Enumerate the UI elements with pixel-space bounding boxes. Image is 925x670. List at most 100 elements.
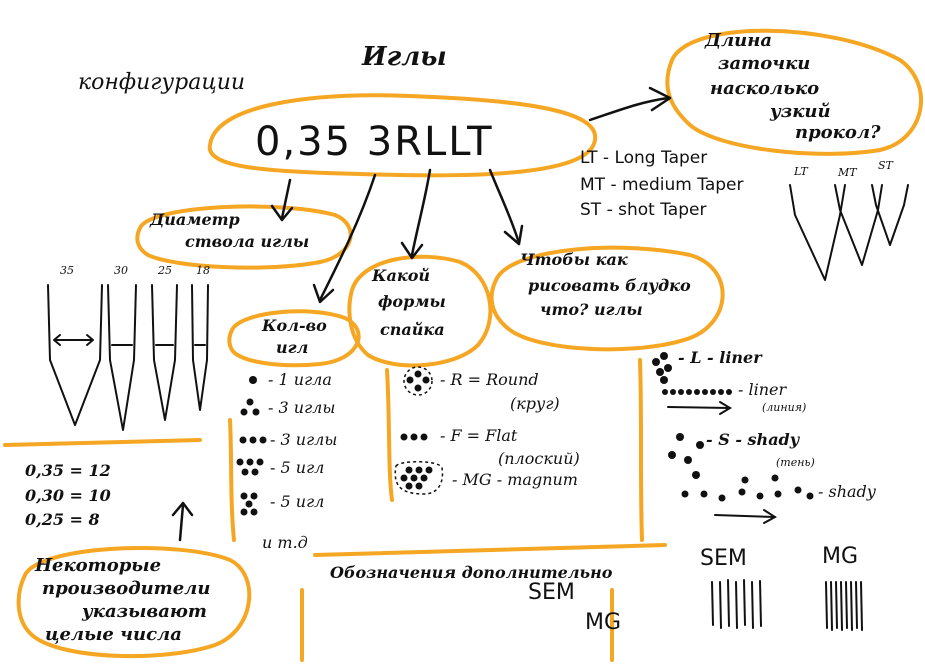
arrow-manufacturer (178, 503, 185, 542)
liner-direction-arrow-head (719, 401, 732, 415)
liner-row-dots (678, 389, 684, 395)
needle-25 (151, 284, 178, 421)
liner-cluster-dots (660, 376, 668, 384)
purpose-label-line: что? иглы (540, 300, 643, 319)
code-highlight-ellipse (207, 93, 598, 178)
liner-row-dots (710, 389, 716, 395)
shady-row-dots (774, 490, 782, 498)
arrow-to-count-head (312, 283, 335, 304)
liner-cluster-dots (664, 364, 672, 372)
taper-type-st: ST - shot Taper (580, 200, 707, 220)
count-item: - 5 игл (270, 458, 325, 477)
shady-cluster-dots (696, 441, 704, 449)
arrow-to-purpose (488, 168, 520, 242)
configurations-label: конфигурации (78, 70, 246, 95)
diameter-size-35: 35 (60, 264, 74, 277)
needle-code: 0,35 3RLLT (255, 119, 494, 165)
needle-35-measure (53, 334, 94, 346)
shape-magnum-dots (425, 466, 433, 474)
arrow-to-diameter-head (270, 204, 294, 222)
taper-note-ellipse (665, 28, 923, 156)
shape-magnum-dots (420, 474, 428, 482)
taper-note-line: узкий (770, 101, 831, 122)
arrangement-shady-code: - S - shady (706, 430, 800, 449)
shape-item-flat-ru: (плоский) (498, 449, 580, 468)
shape-flat-dots (400, 433, 408, 441)
diameter-label-ellipse (135, 204, 353, 270)
count-label-ellipse (227, 309, 361, 368)
shape-flat-dots (420, 433, 428, 441)
count-dots-5 (246, 458, 254, 466)
mg-line (855, 581, 858, 629)
sem-line (719, 581, 722, 629)
shady-row-dots (771, 474, 779, 482)
shape-item-round-ru: (круг) (510, 394, 560, 413)
extra-code-sample-sem: SEM (700, 546, 747, 571)
mg-line (840, 581, 843, 631)
count-dots-5-cluster (240, 492, 248, 500)
taper-note-line: насколько (710, 78, 820, 99)
shape-magnum-outline (394, 461, 444, 495)
shape-label-line: спайка (380, 320, 445, 339)
shape-flat-dots (410, 433, 418, 441)
arrow-to-diameter (280, 178, 292, 220)
count-label-line: игл (276, 338, 309, 357)
taper-type-mt: MT - medium Taper (580, 175, 744, 195)
shape-round-dots (414, 384, 422, 392)
arrow-to-taper-note-head (648, 86, 672, 112)
shape-item-flat: - F = Flat (440, 426, 518, 445)
count-dots-3-line (259, 436, 267, 444)
arrow-to-shape (410, 168, 432, 257)
extra-code-sample-mg: MG (822, 544, 859, 569)
liner-direction-arrow (667, 406, 731, 409)
taper-shape-label-mt: MT (838, 166, 857, 179)
count-dots-3-tri (246, 398, 254, 406)
liner-row-dots (670, 389, 676, 395)
sem-line (711, 581, 714, 626)
count-item: - 3 иглы (268, 398, 336, 417)
liner-row-dots (718, 389, 724, 395)
sem-line (751, 581, 754, 629)
extra-designations: Обозначения дополнительно (330, 563, 613, 582)
liner-cluster-dots (652, 358, 660, 366)
count-dots-5-cluster (245, 500, 253, 508)
needle-18 (191, 284, 209, 411)
diameter-label-line: ствола иглы (185, 232, 310, 251)
shape-item-round: - R = Round (440, 370, 539, 389)
mg-line (830, 581, 833, 631)
shape-magnum-dots (410, 474, 418, 482)
manufacturer-note-line: целые числа (45, 624, 182, 645)
liner-row-dots (702, 389, 708, 395)
purpose-label-line: Чтобы как (520, 250, 628, 269)
count-dots-3-line (239, 436, 247, 444)
liner-row-dots (726, 389, 732, 395)
diameter-label-line: Диаметр (150, 210, 240, 229)
mg-line (860, 581, 863, 631)
shape-round-dots (422, 376, 430, 384)
shape-magnum-dots (415, 482, 423, 490)
separator-shape-divider (385, 368, 394, 502)
count-item: - 1 игла (268, 370, 332, 389)
shape-magnum-dots (405, 466, 413, 474)
count-dots-5 (256, 458, 264, 466)
liner-row-dots (686, 389, 692, 395)
conversion-line: 0,30 = 10 (25, 486, 111, 505)
shape-label-line: Какой (372, 266, 431, 285)
shady-row-dots (718, 494, 726, 502)
shape-magnum-dots (415, 466, 423, 474)
mg-line (850, 581, 853, 631)
shady-cluster-dots (668, 451, 676, 459)
arrangement-liner: - liner (738, 380, 787, 399)
separator-bottom (313, 543, 667, 557)
taper-shape-label-lt: LT (794, 165, 808, 178)
title: Иглы (362, 42, 447, 72)
taper-type-lt: LT - Long Taper (580, 148, 708, 168)
shady-row-dots (700, 490, 708, 498)
manufacturer-note-line: указывают (82, 601, 207, 622)
mg-line (845, 581, 848, 629)
count-dots-5-cluster (250, 492, 258, 500)
shady-row-dots (794, 486, 802, 494)
separator-left (3, 438, 202, 447)
shape-item-magnum: - MG - magnum (452, 470, 578, 489)
